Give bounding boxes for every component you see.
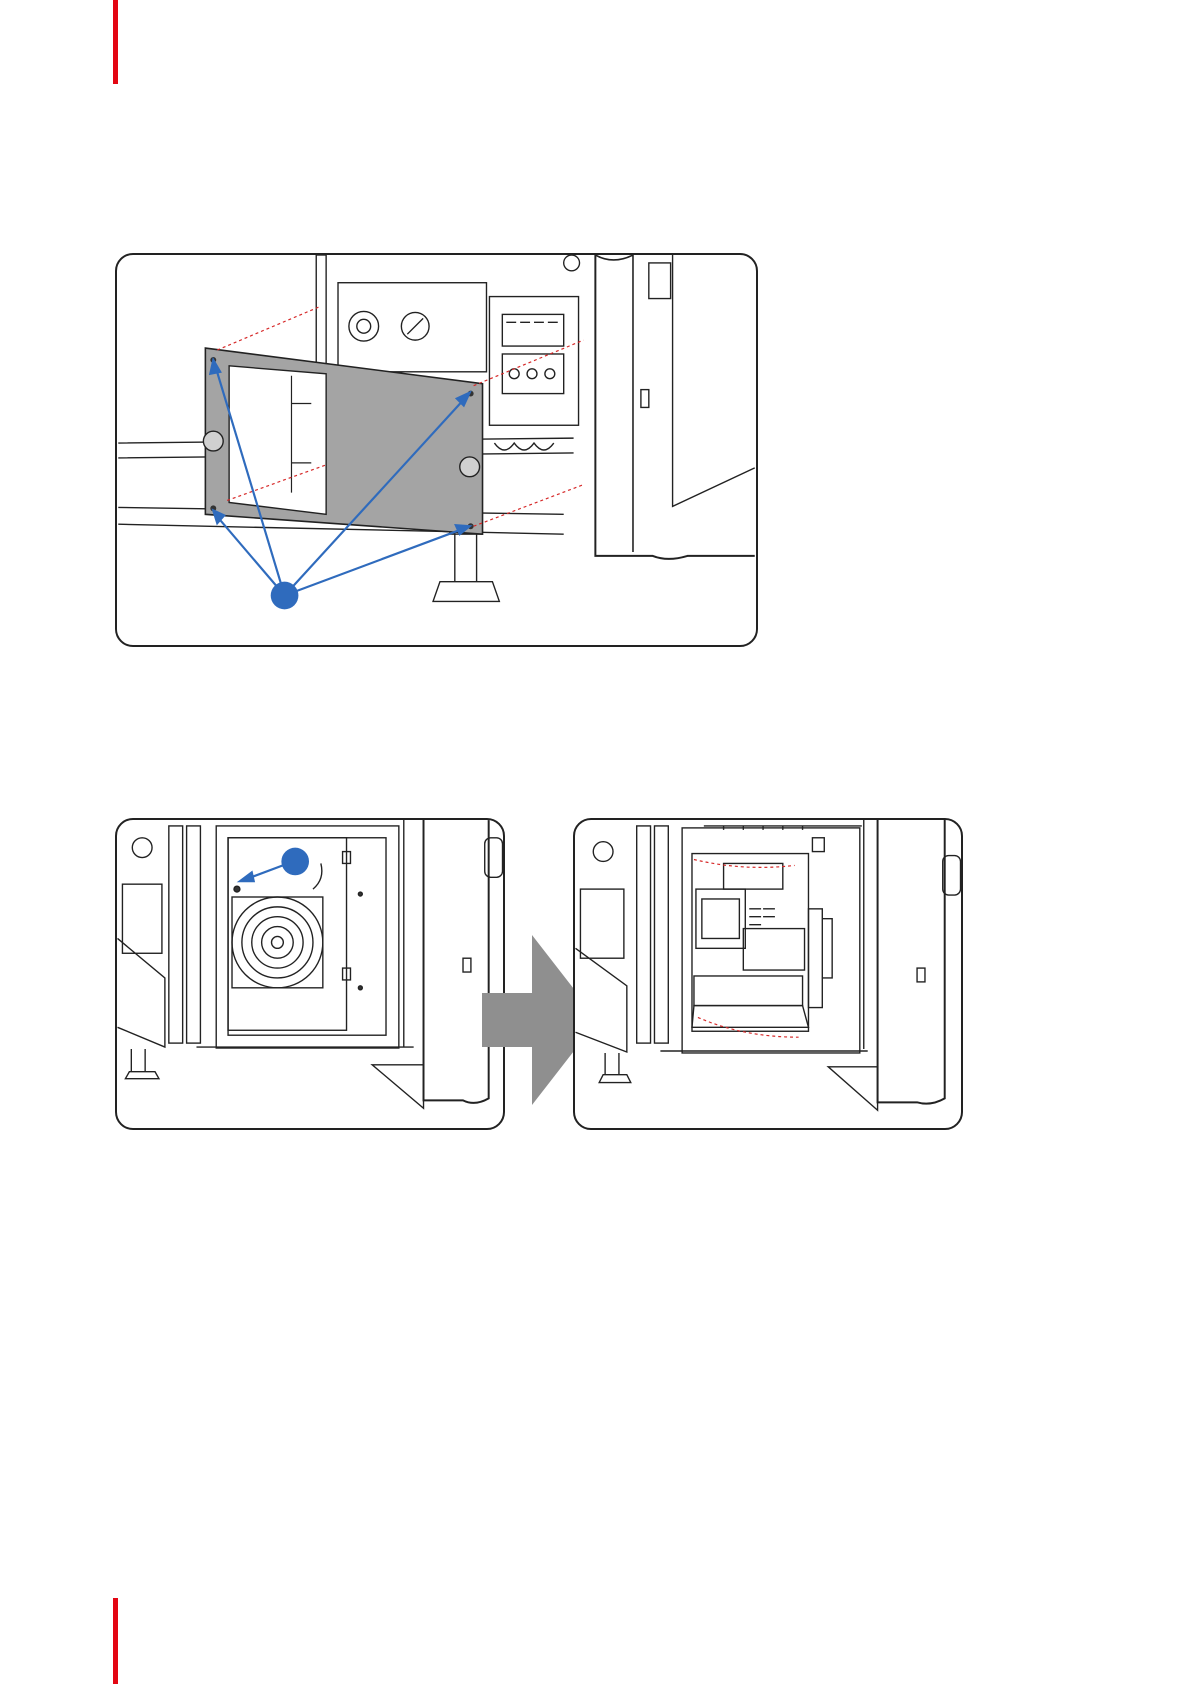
lamp-module (694, 976, 803, 1006)
side-handle (649, 263, 671, 299)
figure-fan-module-after (573, 818, 963, 1130)
control-panel (338, 283, 486, 372)
side-column (424, 820, 489, 1103)
side-column (595, 255, 754, 559)
cable-glands (494, 443, 553, 450)
fan-icon (232, 897, 323, 988)
emergency-stop-icon (349, 311, 379, 341)
page-accent-bar-top (113, 0, 118, 84)
internal-module-illustration (575, 820, 961, 1128)
figure-fan-module-before (115, 818, 505, 1130)
cover-plate (203, 348, 482, 534)
leveling-foot (131, 1049, 145, 1072)
page-accent-bar-bottom (113, 1598, 118, 1684)
side-column (878, 820, 945, 1104)
plate-knob (460, 457, 480, 477)
cover-plate-illustration (117, 255, 756, 645)
screw-icon (234, 886, 240, 892)
frame-column (169, 826, 183, 1043)
frame-column (637, 826, 651, 1043)
callout-label (271, 585, 299, 613)
callout-label (283, 848, 311, 876)
leveling-foot (605, 1053, 619, 1075)
plate-knob (203, 431, 223, 451)
leveling-foot (455, 532, 477, 581)
cabinet-opening (682, 828, 860, 1053)
figure-cover-plate-removal (115, 253, 758, 647)
